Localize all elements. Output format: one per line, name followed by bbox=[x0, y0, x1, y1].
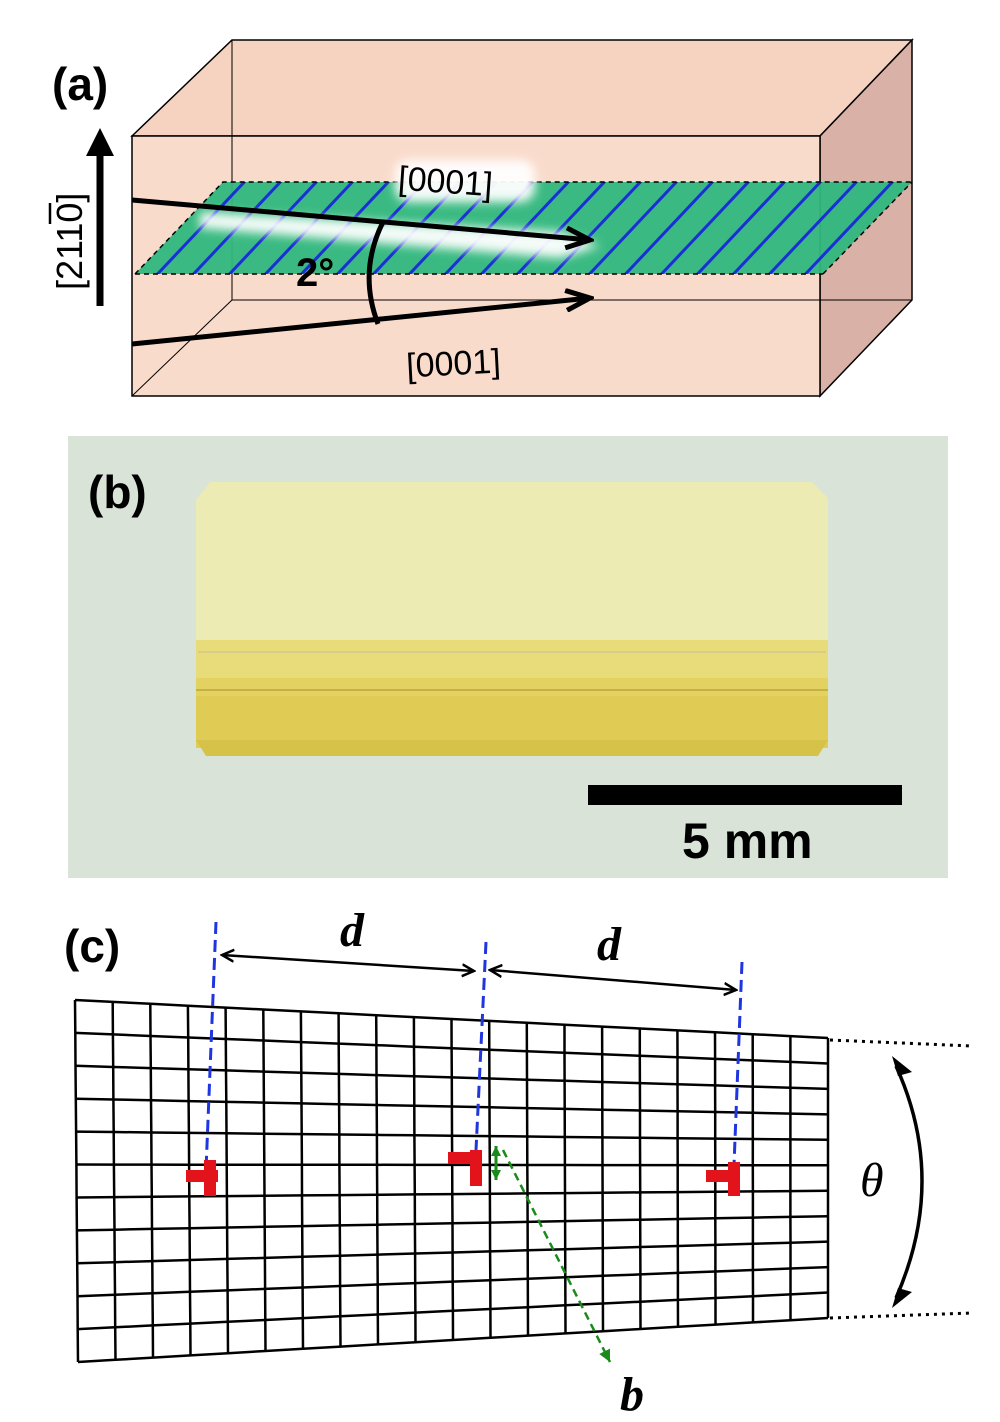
vertical-axis-label: [2110] bbox=[49, 193, 90, 290]
panel-a: (a) [2110] [0001] 2° [0001] bbox=[48, 38, 1000, 398]
plane-stripe bbox=[978, 176, 1000, 282]
lattice-line bbox=[299, 1011, 305, 1349]
tilt-angle-arc bbox=[894, 1065, 924, 1299]
lattice-line bbox=[563, 1024, 567, 1334]
tilt-reference-upper bbox=[829, 1038, 973, 1048]
dislocation-symbol-1 bbox=[186, 1160, 218, 1196]
lower-direction-label: [0001] bbox=[405, 342, 501, 385]
spacing-label-left: d bbox=[340, 904, 365, 957]
plane-stripe bbox=[148, 182, 252, 274]
lattice-line bbox=[600, 1026, 605, 1332]
panel-a-label: (a) bbox=[52, 58, 108, 110]
lattice-line bbox=[638, 1028, 642, 1330]
plane-stripe bbox=[904, 182, 912, 274]
sample-crystal bbox=[196, 482, 828, 756]
panel-c-label: (c) bbox=[64, 920, 120, 972]
burgers-vector-arrow bbox=[501, 1149, 612, 1363]
lattice-line bbox=[262, 1009, 267, 1352]
lattice-line bbox=[149, 1003, 155, 1358]
plane-stripe bbox=[796, 182, 900, 274]
lattice-line bbox=[224, 1007, 230, 1354]
scale-bar-label: 5 mm bbox=[682, 813, 813, 869]
lattice-line bbox=[337, 1013, 342, 1347]
lattice-line bbox=[412, 1017, 417, 1343]
dislocation-symbol-3 bbox=[706, 1162, 740, 1196]
lattice-line bbox=[111, 1001, 117, 1360]
plane-stripe bbox=[724, 182, 828, 274]
crystal-top-face bbox=[130, 39, 914, 137]
scale-bar bbox=[588, 785, 902, 805]
lattice-line bbox=[525, 1022, 530, 1336]
plane-stripe bbox=[472, 182, 576, 274]
plane-stripe bbox=[760, 182, 864, 274]
lattice-line bbox=[450, 1018, 455, 1341]
lattice-line bbox=[676, 1030, 680, 1327]
upper-direction-arrow bbox=[131, 197, 590, 240]
panel-b: 5 mm (b) bbox=[68, 436, 948, 878]
lattice-line bbox=[487, 1020, 492, 1338]
plane-stripe bbox=[544, 182, 648, 274]
plane-stripe bbox=[616, 182, 720, 274]
angle-arc bbox=[366, 220, 386, 325]
boundary-plane bbox=[134, 176, 1000, 282]
lattice-line bbox=[374, 1015, 380, 1345]
burgers-vector-label: b bbox=[620, 1368, 644, 1421]
angle-label: 2° bbox=[296, 251, 334, 295]
spacing-label-right: d bbox=[597, 918, 622, 971]
dislocation-dash-lines bbox=[204, 921, 744, 1171]
spacing-arrow-right bbox=[490, 970, 736, 990]
plane-stripe bbox=[942, 176, 1000, 282]
tilt-reference-lower bbox=[829, 1311, 973, 1320]
panel-c: (c) d d b θ bbox=[64, 904, 973, 1421]
upper-direction-label: [0001] bbox=[397, 160, 494, 205]
panel-b-label: (b) bbox=[88, 466, 147, 518]
plane-stripe bbox=[580, 182, 684, 274]
plane-stripe bbox=[688, 182, 792, 274]
plane-stripe bbox=[652, 182, 756, 274]
dislocation-symbol-2 bbox=[448, 1150, 482, 1186]
lower-direction-arrow bbox=[131, 298, 590, 347]
tilt-angle-label: θ bbox=[860, 1154, 884, 1207]
plane-stripe bbox=[508, 182, 612, 274]
lattice-grid bbox=[73, 998, 830, 1364]
lattice-line bbox=[73, 999, 80, 1363]
spacing-arrow-left bbox=[222, 955, 474, 971]
